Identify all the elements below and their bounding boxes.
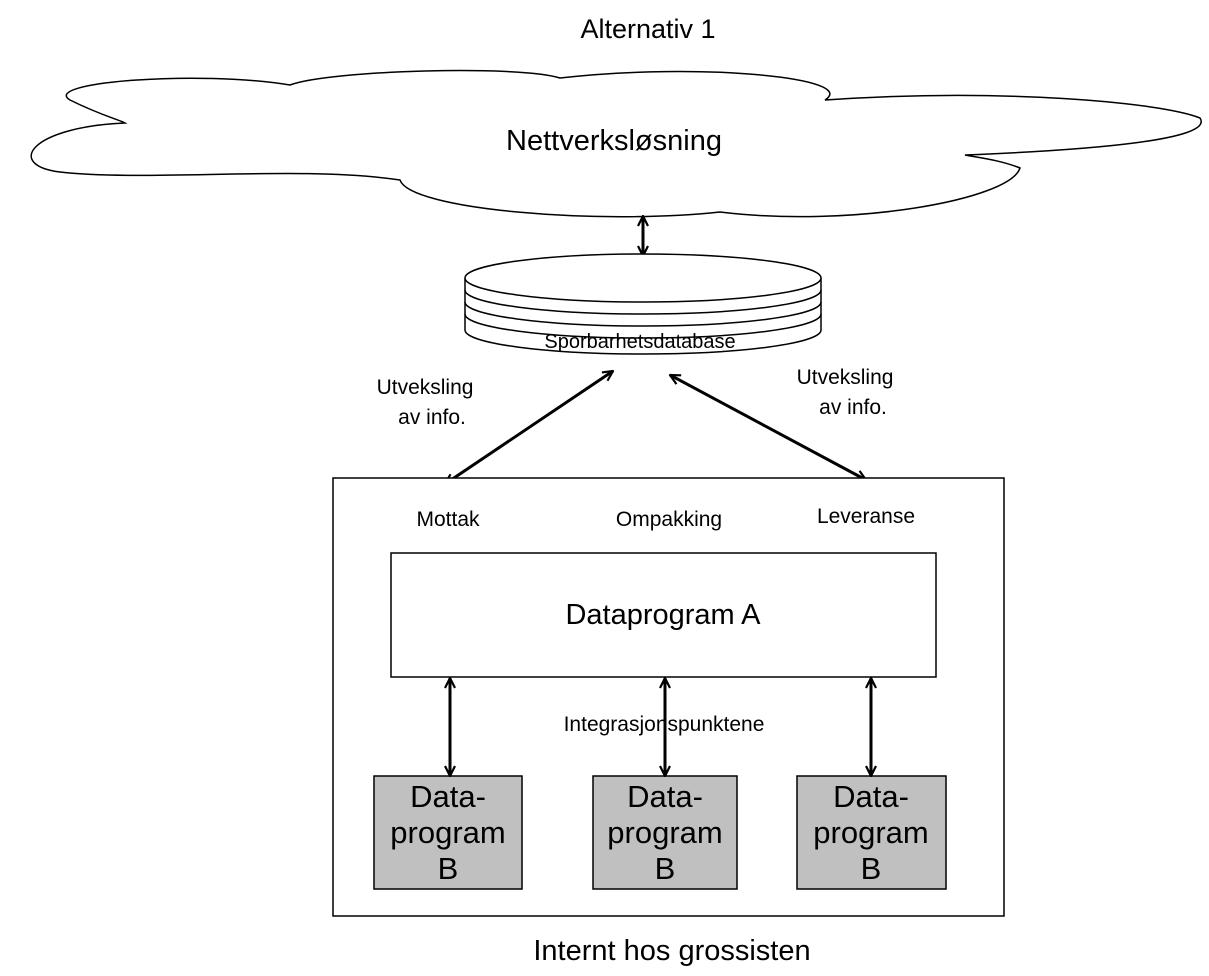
program-a-rect xyxy=(390,552,937,678)
program-b-rect xyxy=(592,775,738,890)
program-b-rect xyxy=(373,775,523,890)
program-b-line2: program xyxy=(390,815,505,850)
program-b-line1: Data- xyxy=(627,779,703,814)
exchange-label-left-line1: Utveksling xyxy=(377,376,474,399)
program-b-rect xyxy=(796,775,947,890)
program-b-line1: Data- xyxy=(410,779,486,814)
program-b-line2: program xyxy=(607,815,722,850)
program-b-line1: Data- xyxy=(833,779,909,814)
cloud-shape xyxy=(30,69,1202,218)
exchange-label-right-line2: av info. xyxy=(819,396,887,419)
program-b-line2: program xyxy=(813,815,928,850)
program-b-box-2: Data- program B xyxy=(592,775,738,890)
stage-label-delivery: Leveranse xyxy=(817,505,915,528)
stage-label-receiving: Mottak xyxy=(416,508,480,531)
database-ring-2 xyxy=(464,301,822,327)
traceability-database: Sporbarhetsdatabase xyxy=(464,253,822,355)
cloud-label: Nettverksløsning xyxy=(506,125,722,157)
program-b-line3: B xyxy=(861,851,882,886)
diagram-footer: Internt hos grossisten xyxy=(533,935,810,967)
exchange-label-left-line2: av info. xyxy=(398,406,466,429)
program-b-line3: B xyxy=(655,851,676,886)
network-cloud: Nettverksløsning xyxy=(30,69,1202,218)
program-a-label: Dataprogram A xyxy=(565,599,761,631)
program-b-box-3: Data- program B xyxy=(796,775,947,890)
database-ring-3 xyxy=(464,313,822,339)
database-label: Sporbarhetsdatabase xyxy=(544,331,735,353)
program-b-line3: B xyxy=(438,851,459,886)
arrow-exchange-right xyxy=(670,373,866,482)
arrow-exchange-left xyxy=(445,371,613,484)
database-top xyxy=(464,253,822,303)
diagram-title: Alternativ 1 xyxy=(580,14,715,44)
stage-label-repacking: Ompakking xyxy=(616,508,722,531)
exchange-label-right-line1: Utveksling xyxy=(797,366,894,389)
database-ring-1 xyxy=(464,289,822,315)
program-a-box: Dataprogram A xyxy=(390,552,937,678)
program-b-box-1: Data- program B xyxy=(373,775,523,890)
